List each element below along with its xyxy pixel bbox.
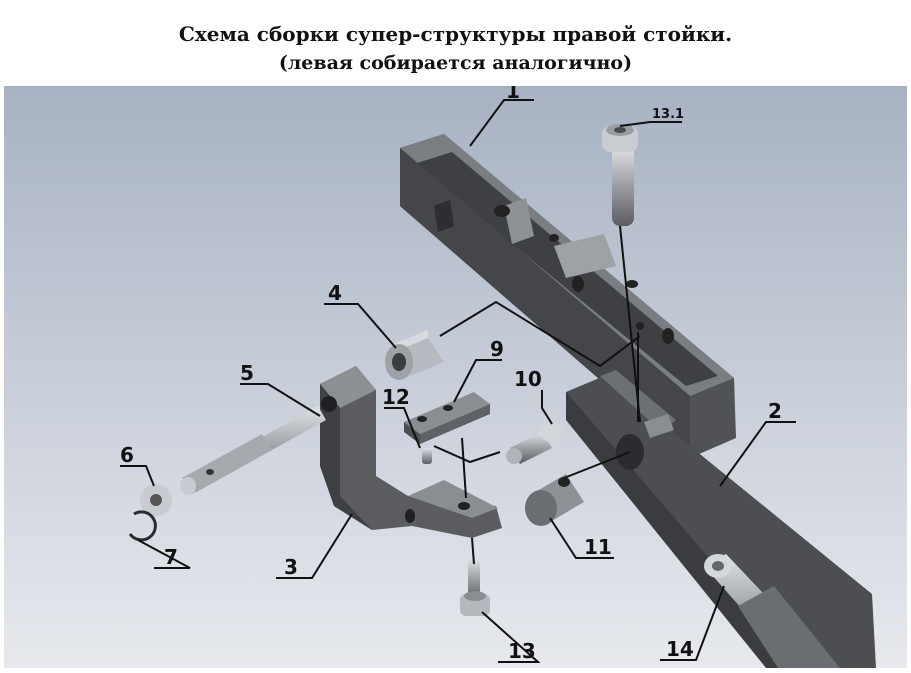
assembly-lines bbox=[433, 225, 641, 565]
callout-14: 14 bbox=[666, 637, 694, 661]
part-13-1-bolt bbox=[602, 124, 638, 226]
callout-1: 1 bbox=[506, 86, 520, 103]
callout-13-1: 13.1 bbox=[652, 107, 684, 122]
diagram-subtitle: (левая собирается аналогично) bbox=[278, 52, 633, 74]
callout-12: 12 bbox=[382, 385, 410, 409]
callout-13: 13 bbox=[508, 639, 536, 663]
callout-7: 7 bbox=[164, 545, 178, 569]
callout-6: 6 bbox=[120, 443, 134, 467]
callout-2: 2 bbox=[768, 399, 782, 423]
callout-4: 4 bbox=[328, 281, 342, 305]
title-area: Схема сборки супер-структуры правой стой… bbox=[0, 0, 911, 86]
assembly-diagram: 1 13.1 4 9 10 5 12 2 6 7 11 3 13 14 bbox=[4, 79, 907, 668]
part-3-bracket bbox=[320, 366, 502, 538]
part-10-ball-stud bbox=[506, 422, 564, 464]
part-6-washer bbox=[140, 484, 172, 516]
part-12-screw bbox=[422, 448, 432, 464]
part-5-pin bbox=[180, 406, 326, 495]
callout-9: 9 bbox=[490, 337, 504, 361]
part-14-strut bbox=[704, 554, 840, 668]
part-13-bolt bbox=[460, 558, 490, 616]
callout-5: 5 bbox=[240, 361, 254, 385]
callout-10: 10 bbox=[514, 367, 542, 391]
callout-3: 3 bbox=[284, 555, 298, 579]
part-11-cylinder bbox=[525, 474, 584, 526]
assembly-svg: 1 13.1 4 9 10 5 12 2 6 7 11 3 13 14 bbox=[4, 79, 907, 668]
leader-lines bbox=[120, 99, 796, 663]
callout-11: 11 bbox=[584, 535, 612, 559]
part-4-bushing bbox=[385, 330, 444, 380]
diagram-title: Схема сборки супер-структуры правой стой… bbox=[178, 22, 733, 46]
part-7-circlip bbox=[128, 510, 157, 542]
